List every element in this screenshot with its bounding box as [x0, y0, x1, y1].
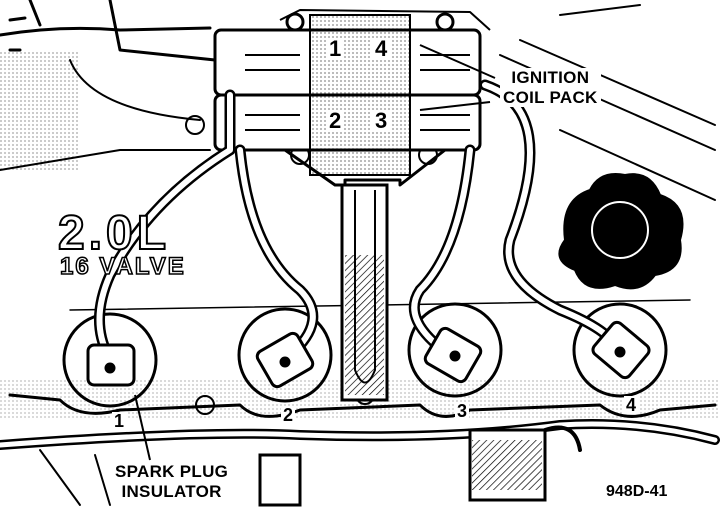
- spark-plug-insulator-label-line1: SPARK PLUG: [115, 462, 229, 481]
- ignition-coil-pack-label-line2: COIL PACK: [503, 88, 598, 107]
- ignition-cables: [94, 79, 624, 361]
- oil-filler-cap: [558, 173, 684, 290]
- ignition-coil-pack-label-line1: IGNITION: [511, 68, 590, 87]
- cylinder-number-1: 1: [112, 411, 127, 431]
- spark-plug-insulator-label: SPARK PLUG INSULATOR: [112, 462, 232, 501]
- leader-lines: [134, 44, 496, 461]
- coil-number-1: 1: [326, 38, 345, 60]
- engine-marking-displacement: 2.0L: [57, 207, 171, 260]
- valve-cover-outline: [0, 26, 212, 37]
- cylinder-number-4: 4: [624, 395, 639, 415]
- cylinder-number-2: 2: [281, 405, 296, 425]
- coil-number-3: 3: [372, 110, 391, 132]
- ignition-coil-pack-label: IGNITION COIL PACK: [500, 68, 601, 107]
- lower-harness: [0, 419, 720, 507]
- ignition-coil-pack: [213, 14, 482, 176]
- cylinder-number-3: 3: [455, 401, 470, 421]
- figure-id: 948D-41: [606, 483, 668, 500]
- coil-number-2: 2: [326, 110, 345, 132]
- spark-plug-insulator-label-line2: INSULATOR: [121, 482, 222, 501]
- wiring-conduit: [340, 183, 389, 402]
- engine-marking-valves: 16 VALVE: [59, 253, 186, 280]
- coil-number-4: 4: [372, 38, 391, 60]
- spark-plug-boots: [86, 320, 651, 389]
